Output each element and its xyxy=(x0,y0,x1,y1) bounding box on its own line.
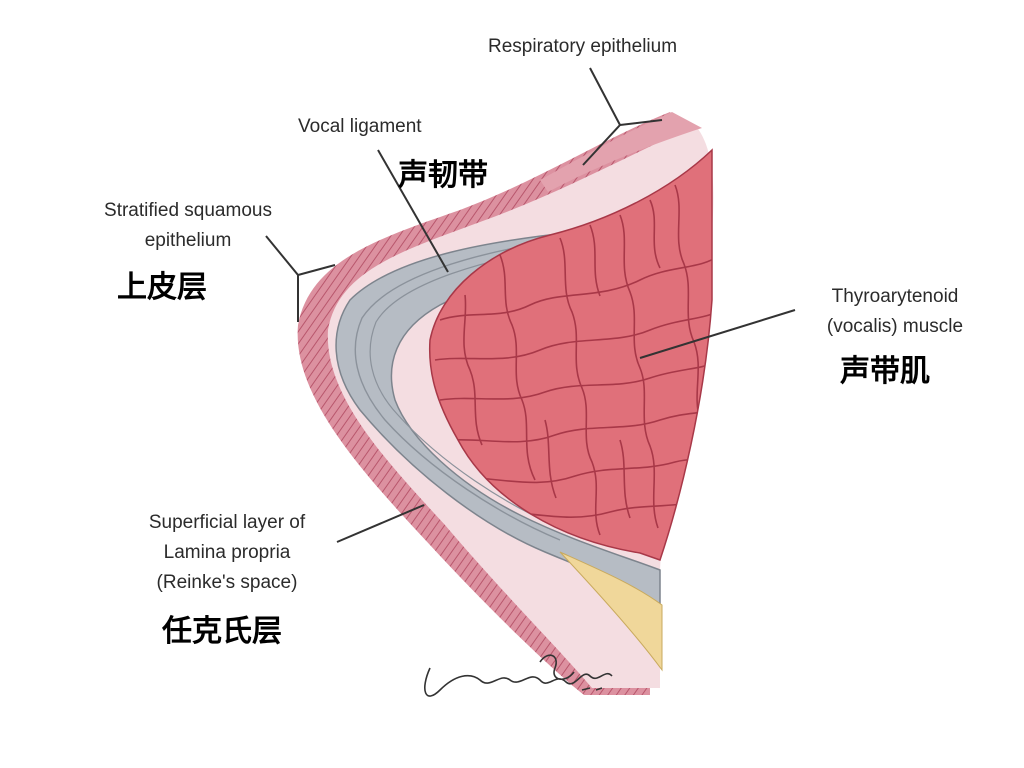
respiratory-leader xyxy=(582,67,663,166)
thyroarytenoid-zh-label: 声带肌 xyxy=(840,355,930,388)
stratified-squamous-zh-label: 上皮层 xyxy=(117,271,207,304)
vocal-ligament-label: Vocal ligament xyxy=(298,116,422,137)
fat-pad xyxy=(559,551,663,672)
vocal-ligament-zh-label: 声韧带 xyxy=(398,159,488,192)
stratified-squamous-line2: epithelium xyxy=(144,230,232,251)
superficial-layer-line1: Superficial layer of xyxy=(148,512,306,533)
stratified-squamous-label: Stratified squamous epithelium xyxy=(76,196,300,256)
thyroarytenoid-label: Thyroarytenoid (vocalis) muscle xyxy=(802,282,988,342)
stratified-squamous-line1: Stratified squamous xyxy=(104,200,272,221)
artist-signature xyxy=(424,654,613,697)
superficial-layer-line3: (Reinke's space) xyxy=(156,572,298,593)
respiratory-epithelium-label: Respiratory epithelium xyxy=(488,36,678,57)
superficial-layer-line2: Lamina propria xyxy=(163,542,291,563)
muscle-fascicles xyxy=(434,184,712,536)
thyroarytenoid-line1: Thyroarytenoid xyxy=(831,286,959,307)
superficial-layer-zh-label: 任克氏层 xyxy=(162,615,282,648)
thyroarytenoid-line2: (vocalis) muscle xyxy=(826,316,964,337)
thyroarytenoid-leader xyxy=(639,309,796,359)
stratified-leader xyxy=(265,235,336,322)
superficial-leader xyxy=(336,504,425,543)
vocal-ligament-leader xyxy=(377,149,449,273)
superficial-layer-label: Superficial layer of Lamina propria (Rei… xyxy=(120,508,334,598)
respiratory-band xyxy=(540,112,702,192)
leader-lines xyxy=(265,67,796,543)
